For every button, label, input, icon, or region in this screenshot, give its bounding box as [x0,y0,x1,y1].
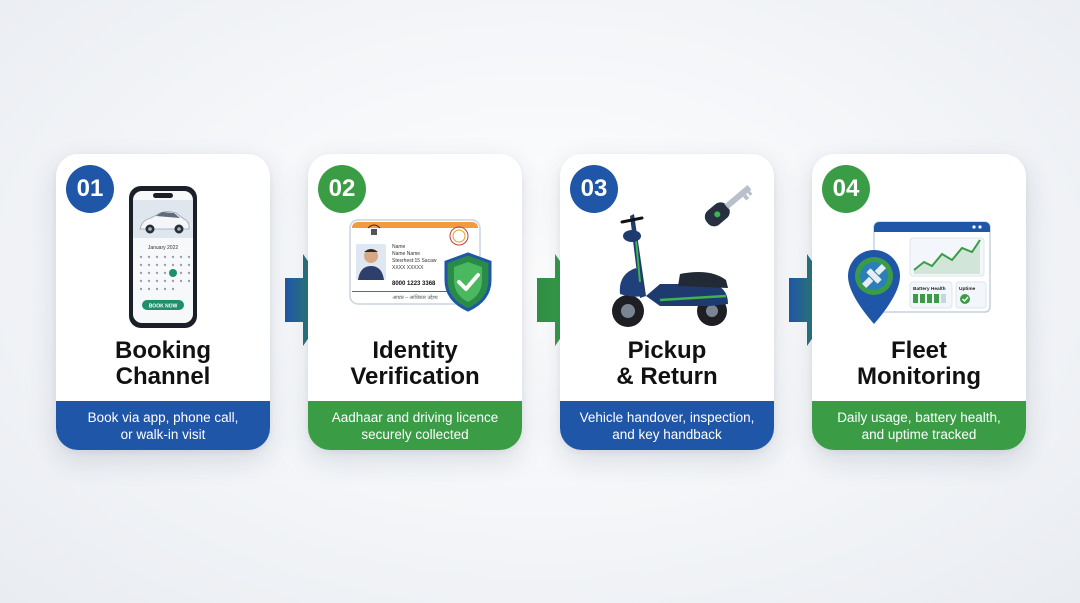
step-card-fleet: 04 Battery Health Uptime Fleet Monitorin… [812,154,1026,450]
book-now-label: BOOK NOW [149,304,178,310]
step-title: Pickup & Return [616,337,718,390]
smartphone-calendar-icon: January 2022 BOOK NOW [129,186,197,328]
step-number-badge: 04 [822,165,870,213]
id-card-shield-icon: Name Name Name Stesrhest:15 Sacaw XXXX X… [349,219,492,312]
step-description: Aadhaar and driving licence securely col… [308,401,522,450]
battery-health-label: Battery Health [913,286,946,292]
step-description: Book via app, phone call, or walk-in vis… [56,401,270,450]
id-number: 8000 1223 3368 [392,281,436,287]
svg-text:Stesrhest:15 Sacaw: Stesrhest:15 Sacaw [392,258,437,264]
step-title: Fleet Monitoring [857,337,981,390]
uptime-label: Uptime [959,286,976,292]
svg-text:Name Name: Name Name [392,251,420,257]
step-card-booking: 01 January 2022 BOOK NOW Booking Channel… [56,154,270,450]
calendar-month-label: January 2022 [148,245,179,251]
svg-text:आधार – आधिकार उद्देश्य: आधार – आधिकार उद्देश्य [392,294,437,301]
step-card-identity: 02 Name Name Name Stesrhest:15 Sacaw XXX… [308,154,522,450]
step-description: Vehicle handover, inspection, and key ha… [560,401,774,450]
map-pin-dashboard-icon: Battery Health Uptime [848,221,991,324]
svg-text:Name: Name [392,244,406,250]
step-number-badge: 03 [570,165,618,213]
step-description: Daily usage, battery health, and uptime … [812,401,1026,450]
step-title: Identity Verification [350,337,480,390]
step-card-pickup: 03 Pickup & Return Vehicle handover, ins… [560,154,774,450]
step-number-badge: 01 [66,165,114,213]
scooter-key-icon [612,185,753,327]
step-title: Booking Channel [115,337,211,390]
step-number-badge: 02 [318,165,366,213]
svg-text:XXXX XXXXX: XXXX XXXXX [392,265,424,271]
